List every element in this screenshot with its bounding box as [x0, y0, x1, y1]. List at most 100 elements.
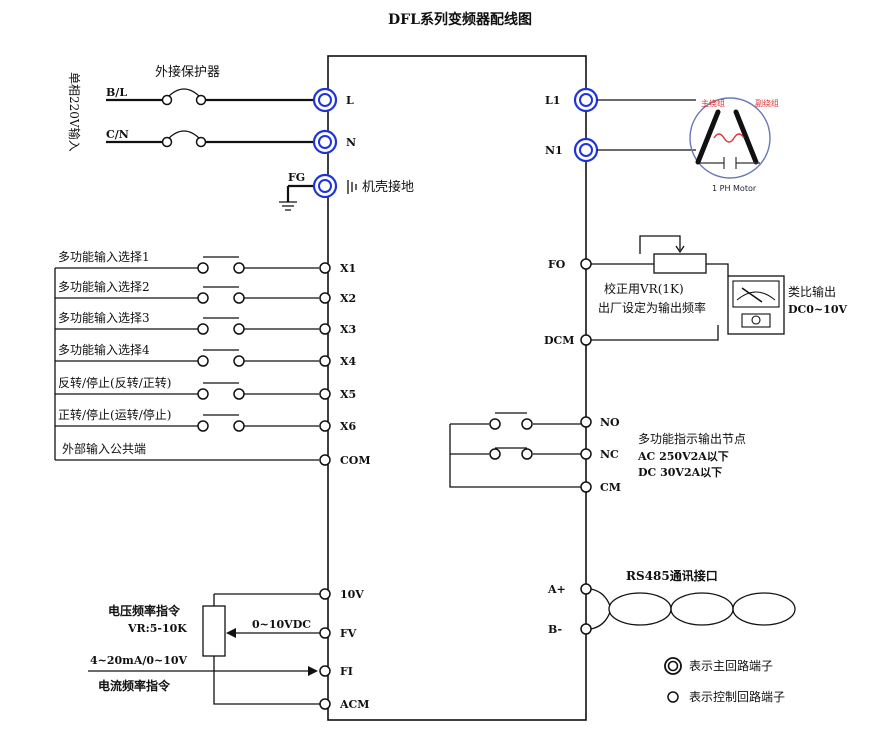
wiper-arrow-icon: [226, 628, 236, 638]
relay-dc-rating: DC 30V2A以下: [638, 466, 722, 479]
terminal-x5: [319, 388, 331, 400]
terminal-label-com: COM: [340, 454, 371, 467]
calibration-label: 校正用VR(1K): [604, 281, 684, 296]
terminal-com: [319, 454, 331, 466]
terminal-label-x4: X4: [340, 355, 357, 368]
digital-input-label: 多功能输入选择4: [58, 342, 150, 357]
fi-arrow-icon: [308, 666, 318, 676]
switch-contact: [233, 292, 245, 304]
terminal-label-x5: X5: [340, 388, 356, 401]
switch-contact: [197, 292, 209, 304]
chassis-ground-icon: [347, 180, 357, 194]
power-input-label: 单相220V输入: [67, 72, 82, 152]
digital-input-label: 正转/停止(运转/停止): [58, 407, 171, 422]
terminal-label-n1: N1: [545, 144, 563, 157]
digital-input-label: 多功能输入选择1: [58, 249, 150, 264]
terminal-label-fv: FV: [340, 627, 357, 640]
winding-label-main: 主绕组: [701, 98, 725, 108]
ground-icon: [279, 201, 297, 211]
terminal-fo: [580, 258, 592, 270]
switch-contact: [197, 388, 209, 400]
terminal-cm: [580, 481, 592, 493]
motor-icon: [689, 97, 771, 179]
terminal-no: [580, 416, 592, 428]
meter-range: DC0~10V: [788, 303, 847, 316]
legend-main-terminal-icon: [664, 657, 682, 675]
switch-contact: [233, 262, 245, 274]
protector-terminal: [195, 94, 207, 106]
protector-terminal: [161, 136, 173, 148]
common-label: 外部输入公共端: [62, 441, 146, 456]
terminal-label-acm: ACM: [339, 698, 369, 711]
legend-main-circuit: 表示主回路端子: [689, 658, 773, 673]
protector-terminal: [161, 94, 173, 106]
inverter-body: [327, 55, 587, 721]
switch-contact: [233, 388, 245, 400]
wire-relay: [449, 423, 581, 488]
terminal-x3: [319, 323, 331, 335]
factory-setting-label: 出厂设定为输出频率: [598, 300, 706, 315]
terminal-b-minus: [580, 623, 592, 635]
line-label-bl: B/L: [106, 86, 127, 99]
meter-label: 类比输出: [788, 284, 836, 299]
main-terminal-l: [312, 87, 338, 113]
protector-label: 外接保护器: [155, 64, 220, 80]
terminal-label-dcm: DCM: [544, 334, 574, 347]
switch-contact: [197, 420, 209, 432]
terminal-x4: [319, 355, 331, 367]
rs485-label: RS485通讯接口: [626, 568, 718, 583]
legend-control-circuit: 表示控制回路端子: [689, 689, 785, 704]
terminal-10v: [319, 588, 331, 600]
relay-output-title: 多功能指示输出节点: [638, 431, 746, 446]
relay-contact-nc: [489, 447, 533, 460]
motor-label: 1 PH Motor: [712, 184, 757, 193]
wire-fo: [591, 263, 729, 276]
relay-ac-rating: AC 250V2A以下: [637, 450, 729, 463]
wire-rs485: [590, 588, 611, 630]
terminal-dcm: [580, 334, 592, 346]
wire-motor: [597, 99, 696, 151]
relay-contact-no: [489, 412, 533, 430]
current-cmd-label: 电流频率指令: [98, 678, 171, 693]
analog-meter-icon: [727, 275, 785, 335]
terminal-label-l: L: [346, 94, 354, 107]
terminal-label-nc: NC: [600, 448, 619, 461]
digital-input-label: 反转/停止(反转/正转): [58, 375, 171, 390]
line-label-cn: C/N: [106, 128, 129, 141]
voltage-cmd-label: 电压频率指令: [108, 603, 181, 618]
terminal-acm: [319, 698, 331, 710]
digital-input-label: 多功能输入选择2: [58, 279, 150, 294]
terminal-label-no: NO: [600, 416, 620, 429]
diagram-title: DFL系列变频器配线图: [388, 11, 532, 28]
main-terminal-fg: [312, 173, 338, 199]
switch-contact: [197, 355, 209, 367]
terminal-x6: [319, 420, 331, 432]
terminal-label-fi: FI: [340, 665, 353, 678]
digital-input-rows: 多功能输入选择1X1多功能输入选择2X2多功能输入选择3X3多功能输入选择4X4…: [55, 249, 357, 433]
current-range-label: 4~20mA/0~10V: [90, 654, 188, 667]
protector-contact-n: [166, 130, 202, 141]
switch-contact: [233, 420, 245, 432]
terminal-x1: [319, 262, 331, 274]
terminal-label-l1: L1: [545, 94, 560, 107]
legend-control-terminal-icon: [667, 691, 679, 703]
ground-label: 机壳接地: [362, 179, 414, 195]
terminal-x2: [319, 292, 331, 304]
fv-range-label: 0~10VDC: [252, 618, 311, 631]
main-terminal-n1: [573, 137, 599, 163]
twisted-pair-icon: [608, 592, 796, 626]
terminal-label-10v: 10V: [340, 588, 364, 601]
wire-fg: [286, 184, 314, 202]
main-terminal-l1: [573, 87, 599, 113]
switch-contact: [233, 323, 245, 335]
terminal-label-fo: FO: [548, 258, 566, 271]
calibration-resistor: [653, 253, 707, 274]
terminal-label-a-plus: A+: [547, 583, 566, 596]
wire-dcm: [591, 325, 719, 341]
resistor-wiper: [639, 235, 685, 254]
main-terminal-n: [312, 129, 338, 155]
terminal-a-plus: [580, 583, 592, 595]
terminal-label-b-minus: B-: [548, 623, 562, 636]
switch-contact: [197, 262, 209, 274]
